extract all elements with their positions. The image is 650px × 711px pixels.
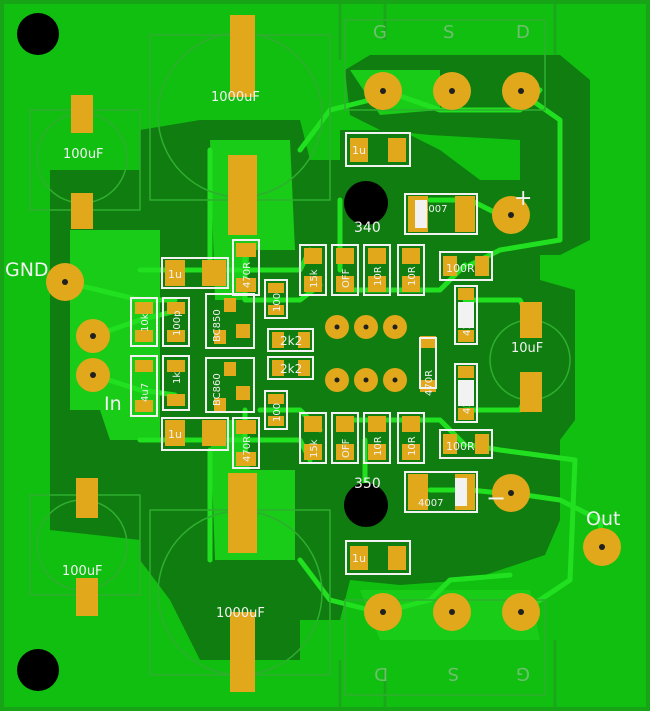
fet-top-g-label: G bbox=[373, 22, 387, 43]
r-100-v-bot-label: 100 bbox=[272, 403, 283, 422]
cap-100uf-bot-label: 100uF bbox=[62, 564, 103, 579]
silkscreen-fills bbox=[415, 200, 474, 506]
off-bot-label: OFF bbox=[341, 438, 352, 458]
in-label: In bbox=[104, 393, 122, 415]
r-10r-b-top-label: 10R bbox=[407, 266, 418, 286]
r-470r-bot-label: 470R bbox=[242, 436, 253, 462]
pad-100uf-bot-a bbox=[76, 478, 98, 518]
out-label: Out bbox=[586, 508, 620, 530]
r-15k-top-label: 15k bbox=[309, 269, 320, 288]
mounting-hole-q340 bbox=[344, 181, 388, 225]
r-470r-mid-label: 470R bbox=[424, 370, 435, 396]
off-top-label: OFF bbox=[341, 268, 352, 288]
r-100r-bot-label: 100R bbox=[446, 440, 475, 453]
c-1u-left-top-label: 1u bbox=[168, 268, 182, 281]
r-470r-top-label: 470R bbox=[242, 262, 253, 288]
r-1k-label: 1k bbox=[172, 372, 183, 384]
smd-pads bbox=[71, 15, 542, 692]
silkscreen-text-vertical: 470R 470R 470R 15k 15k OFF OFF 10R 10R 1… bbox=[140, 262, 473, 462]
pad-1000uf-bot-a bbox=[228, 473, 257, 553]
r-10k-label: 10k bbox=[140, 313, 151, 332]
q-bc850-label: BC850 bbox=[212, 309, 223, 342]
mounting-holes bbox=[17, 13, 388, 691]
fet-bot-d-label: D bbox=[374, 663, 388, 684]
q340-label: 340 bbox=[354, 220, 381, 236]
r-15k-bot-label: 15k bbox=[309, 439, 320, 458]
q-bc860-label: BC860 bbox=[212, 373, 223, 406]
c-1u-bot-label: 1u bbox=[352, 552, 366, 565]
isolation-gaps bbox=[338, 4, 557, 707]
cap-10uf-label: 10uF bbox=[511, 341, 543, 356]
fet-pin-labels: G S D D S G bbox=[373, 22, 530, 684]
mounting-hole-top-left bbox=[17, 13, 59, 55]
r-10r-a-bot-label: 10R bbox=[373, 436, 384, 456]
fet-top-d-label: D bbox=[516, 22, 530, 43]
fet-bot-g-label: G bbox=[516, 663, 530, 684]
pad-1000uf-top-a bbox=[230, 15, 255, 97]
r-2k2-bot-label: 2k2 bbox=[280, 362, 302, 376]
d-4148-bot-label: 4148 bbox=[462, 389, 473, 414]
c-4u7-label: 4u7 bbox=[140, 383, 151, 402]
cap-1000uf-bot-label: 1000uF bbox=[216, 606, 265, 621]
silkscreen-text-2k2: 2k2 2k2 bbox=[280, 334, 302, 376]
c-1u-left-bot-label: 1u bbox=[168, 428, 182, 441]
fet-bot-s-label: S bbox=[448, 663, 459, 684]
fet-top-s-label: S bbox=[443, 22, 454, 43]
pad-drill-holes bbox=[62, 88, 605, 615]
r-10r-a-top-label: 10R bbox=[373, 266, 384, 286]
pad-10uf-b bbox=[520, 372, 542, 412]
silkscreen-outlines bbox=[130, 132, 493, 575]
pad-100uf-bot-b bbox=[76, 578, 98, 616]
cap-1000uf-top-label: 1000uF bbox=[211, 90, 260, 105]
d-4007-top-label: 4007 bbox=[422, 204, 447, 215]
r-100r-top-label: 100R bbox=[446, 262, 475, 275]
pad-100uf-top-b bbox=[71, 193, 93, 229]
silkscreen-text: GND In Out + − 1000uF 1000uF 100uF 100uF… bbox=[5, 90, 620, 621]
mounting-hole-q350 bbox=[344, 483, 388, 527]
cap-100uf-top-label: 100uF bbox=[63, 147, 104, 162]
d-4148-top-label: 4148 bbox=[462, 311, 473, 336]
r-100-v-top-label: 100 bbox=[272, 293, 283, 312]
mounting-hole-bottom-left bbox=[17, 649, 59, 691]
pad-10uf-a bbox=[520, 302, 542, 338]
gnd-label: GND bbox=[5, 259, 49, 281]
pad-1000uf-bot-b bbox=[230, 612, 255, 692]
pad-100uf-top-a bbox=[71, 95, 93, 133]
pad-1000uf-top-b bbox=[228, 155, 257, 235]
r-10r-b-bot-label: 10R bbox=[407, 436, 418, 456]
r-2k2-top-label: 2k2 bbox=[280, 334, 302, 348]
d-4007-bot-label: 4007 bbox=[418, 498, 443, 509]
plus-label: + bbox=[514, 186, 532, 211]
c-1u-top-label: 1u bbox=[352, 144, 366, 157]
q350-label: 350 bbox=[354, 476, 381, 492]
minus-label: − bbox=[486, 484, 506, 512]
c-100p-label: 100p bbox=[172, 311, 183, 336]
